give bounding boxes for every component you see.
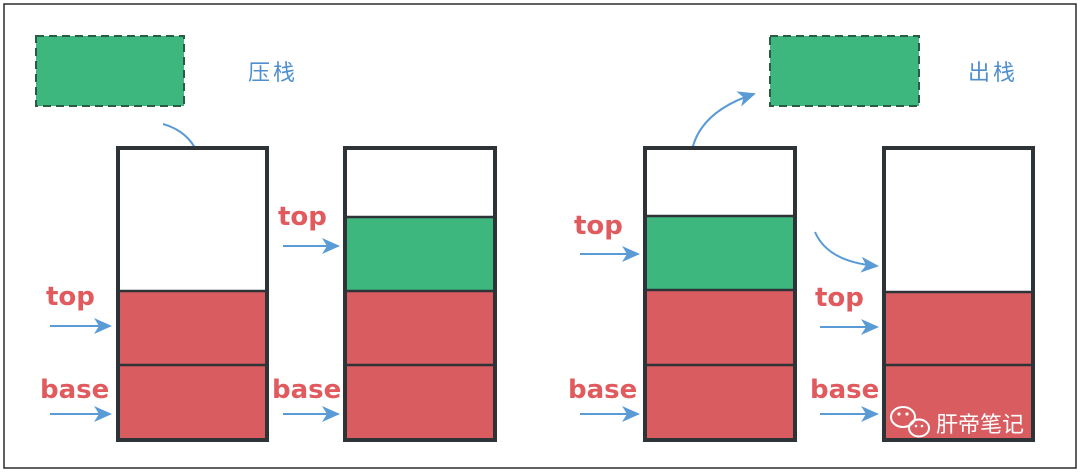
stack-element-red	[645, 290, 795, 365]
stack-border	[643, 146, 797, 442]
top-label: top	[278, 202, 327, 232]
stack-element-red	[118, 291, 267, 365]
stack-pop-after	[882, 146, 1035, 442]
stack-border	[882, 146, 1035, 442]
stack-border	[343, 146, 497, 442]
push-new-element	[35, 35, 185, 107]
stack-push-before	[116, 146, 269, 442]
stack-pop-before	[643, 146, 797, 442]
stack-push-after	[343, 146, 497, 442]
watermark-text: 肝帝笔记	[936, 413, 1024, 438]
base-label: base	[40, 375, 109, 405]
pop-label: 出栈	[968, 61, 1018, 86]
stack-element-red	[345, 291, 495, 365]
top-label: top	[46, 282, 95, 312]
base-label: base	[568, 375, 637, 405]
stack-slot-empty	[645, 148, 795, 216]
stack-element-red	[345, 365, 495, 440]
base-label: base	[272, 375, 341, 405]
pop-removed-element	[769, 35, 920, 107]
wechat-icon	[890, 406, 930, 438]
stack-element-red	[118, 365, 267, 440]
base-label: base	[810, 375, 879, 405]
watermark: 肝帝笔记	[890, 406, 1024, 438]
stack-element-green	[345, 217, 495, 291]
top-label: top	[574, 211, 623, 241]
stack-border	[116, 146, 269, 442]
stack-element-green	[645, 216, 795, 290]
stack-element-red	[884, 292, 1033, 365]
top-move-arrow	[814, 231, 879, 273]
stack-slot-empty	[884, 148, 1033, 292]
push-label: 压栈	[248, 61, 298, 86]
stack-slot-empty	[118, 148, 267, 291]
top-label: top	[815, 283, 864, 313]
stack-slot-empty	[345, 148, 495, 217]
stack-element-red	[645, 365, 795, 440]
